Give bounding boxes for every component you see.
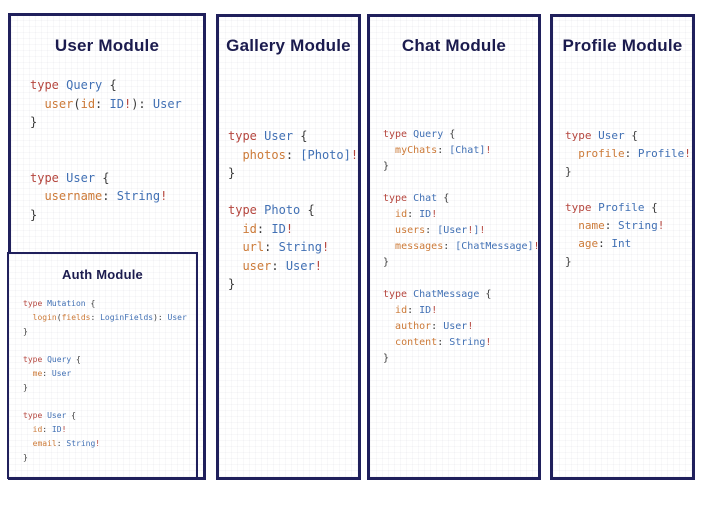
profile-module-title: Profile Module	[562, 36, 683, 55]
panel-user-module: User Module type Query { user(id: ID!): …	[8, 13, 206, 480]
panel-auth-module: Auth Module type Mutation { login(fields…	[7, 252, 198, 479]
chat-module-title: Chat Module	[401, 36, 507, 55]
chat-module-code: type Query { myChats: [Chat]!} type Chat…	[383, 129, 540, 364]
user-module-title: User Module	[54, 36, 160, 55]
profile-module-code: type User { profile: Profile!} type Prof…	[565, 129, 691, 268]
panel-profile-module: Profile Module type User { profile: Prof…	[550, 14, 695, 480]
panel-chat-module: Chat Module type Query { myChats: [Chat]…	[367, 14, 541, 480]
gallery-module-code: type User { photos: [Photo]!} type Photo…	[228, 129, 359, 291]
panel-gallery-module: Gallery Module type User { photos: [Phot…	[216, 14, 361, 480]
auth-module-code: type Mutation { login(fields: LoginField…	[23, 299, 187, 462]
auth-module-title: Auth Module	[62, 267, 143, 282]
user-module-code: type Query { user(id: ID!): User} type U…	[30, 78, 182, 222]
gallery-module-title: Gallery Module	[226, 36, 351, 55]
